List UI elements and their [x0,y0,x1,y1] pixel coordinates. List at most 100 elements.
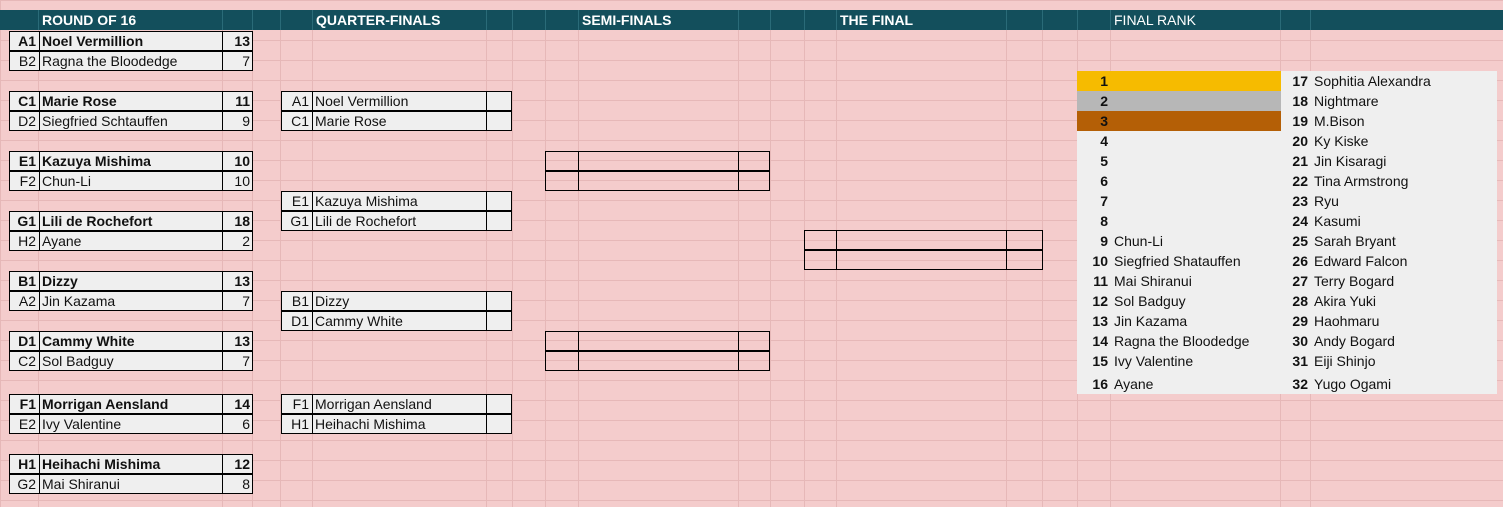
final-name-slot[interactable] [836,250,1007,270]
r16-player-name[interactable]: Ragna the Bloodedge [39,51,223,71]
r16-player-name[interactable]: Noel Vermillion [39,31,223,51]
sf-score-slot[interactable] [738,151,770,171]
qf-score[interactable] [486,191,512,211]
r16-score[interactable]: 13 [222,31,253,51]
qf-score[interactable] [486,291,512,311]
sf-seed-slot[interactable] [545,171,579,191]
qf-player-name[interactable]: Dizzy [312,291,487,311]
rank-number: 5 [1077,151,1111,171]
qf-player-name[interactable]: Marie Rose [312,111,487,131]
r16-score[interactable]: 8 [222,474,253,494]
r16-score[interactable]: 6 [222,414,253,434]
sf-name-slot[interactable] [578,351,739,371]
rank-number: 9 [1077,231,1111,251]
sf-score-slot[interactable] [738,171,770,191]
rank-number: 17 [1281,71,1311,91]
rank-number: 18 [1281,91,1311,111]
rank-number: 10 [1077,251,1111,271]
qf-score[interactable] [486,311,512,331]
rank-number: 1 [1077,71,1111,91]
qf-score[interactable] [486,91,512,111]
r16-score[interactable]: 9 [222,111,253,131]
r16-player-name[interactable]: Ayane [39,231,223,251]
r16-player-name[interactable]: Marie Rose [39,91,223,111]
header-band: ROUND OF 16 QUARTER-FINALS SEMI-FINALS T… [0,10,1503,30]
r16-score[interactable]: 18 [222,211,253,231]
header-rank: FINAL RANK [1114,12,1196,28]
qf-score[interactable] [486,111,512,131]
rank-player-name: Mai Shiranui [1111,271,1281,291]
rank-player-name [1111,71,1281,91]
rank-number: 29 [1281,311,1311,331]
r16-player-name[interactable]: Mai Shiranui [39,474,223,494]
r16-player-name[interactable]: Cammy White [39,331,223,351]
sf-seed-slot[interactable] [545,151,579,171]
qf-player-name[interactable]: Morrigan Aensland [312,394,487,414]
header-semi: SEMI-FINALS [582,12,672,28]
r16-seed: A2 [9,291,40,311]
rank-number: 19 [1281,111,1311,131]
rank-player-name: Haohmaru [1311,311,1497,331]
sf-name-slot[interactable] [578,171,739,191]
qf-seed: D1 [281,311,313,331]
r16-seed: B1 [9,271,40,291]
r16-player-name[interactable]: Sol Badguy [39,351,223,371]
r16-score[interactable]: 11 [222,91,253,111]
rank-number: 28 [1281,291,1311,311]
header-round16: ROUND OF 16 [42,12,137,28]
rank-player-name: Tina Armstrong [1311,171,1497,191]
r16-seed: C1 [9,91,40,111]
r16-player-name[interactable]: Heihachi Mishima [39,454,223,474]
rank-player-name: Ragna the Bloodedge [1111,331,1281,351]
header-final: THE FINAL [840,12,914,28]
r16-score[interactable]: 2 [222,231,253,251]
r16-score[interactable]: 7 [222,351,253,371]
r16-score[interactable]: 12 [222,454,253,474]
rank-player-name: Sarah Bryant [1311,231,1497,251]
sf-name-slot[interactable] [578,331,739,351]
qf-score[interactable] [486,211,512,231]
qf-player-name[interactable]: Cammy White [312,311,487,331]
final-seed-slot[interactable] [804,250,837,270]
sf-score-slot[interactable] [738,351,770,371]
r16-player-name[interactable]: Chun-Li [39,171,223,191]
final-seed-slot[interactable] [804,230,837,250]
final-score-slot[interactable] [1006,230,1043,250]
r16-seed: G2 [9,474,40,494]
final-name-slot[interactable] [836,230,1007,250]
r16-seed: A1 [9,31,40,51]
qf-player-name[interactable]: Heihachi Mishima [312,414,487,434]
r16-seed: F1 [9,394,40,414]
r16-score[interactable]: 13 [222,331,253,351]
r16-player-name[interactable]: Ivy Valentine [39,414,223,434]
rank-number: 23 [1281,191,1311,211]
r16-seed: H2 [9,231,40,251]
r16-score[interactable]: 7 [222,51,253,71]
rank-player-name: Jin Kisaragi [1311,151,1497,171]
sf-name-slot[interactable] [578,151,739,171]
qf-player-name[interactable]: Noel Vermillion [312,91,487,111]
r16-player-name[interactable]: Morrigan Aensland [39,394,223,414]
rank-player-name: Edward Falcon [1311,251,1497,271]
final-score-slot[interactable] [1006,250,1043,270]
r16-player-name[interactable]: Dizzy [39,271,223,291]
r16-score[interactable]: 10 [222,171,253,191]
sf-seed-slot[interactable] [545,351,579,371]
rank-number: 24 [1281,211,1311,231]
rank-player-name: Andy Bogard [1311,331,1497,351]
sf-score-slot[interactable] [738,331,770,351]
r16-player-name[interactable]: Jin Kazama [39,291,223,311]
r16-score[interactable]: 14 [222,394,253,414]
qf-player-name[interactable]: Lili de Rochefort [312,211,487,231]
r16-score[interactable]: 7 [222,291,253,311]
r16-score[interactable]: 10 [222,151,253,171]
r16-score[interactable]: 13 [222,271,253,291]
r16-player-name[interactable]: Siegfried Schtauffen [39,111,223,131]
sf-seed-slot[interactable] [545,331,579,351]
qf-score[interactable] [486,394,512,414]
r16-player-name[interactable]: Lili de Rochefort [39,211,223,231]
rank-number: 30 [1281,331,1311,351]
r16-player-name[interactable]: Kazuya Mishima [39,151,223,171]
qf-score[interactable] [486,414,512,434]
qf-player-name[interactable]: Kazuya Mishima [312,191,487,211]
